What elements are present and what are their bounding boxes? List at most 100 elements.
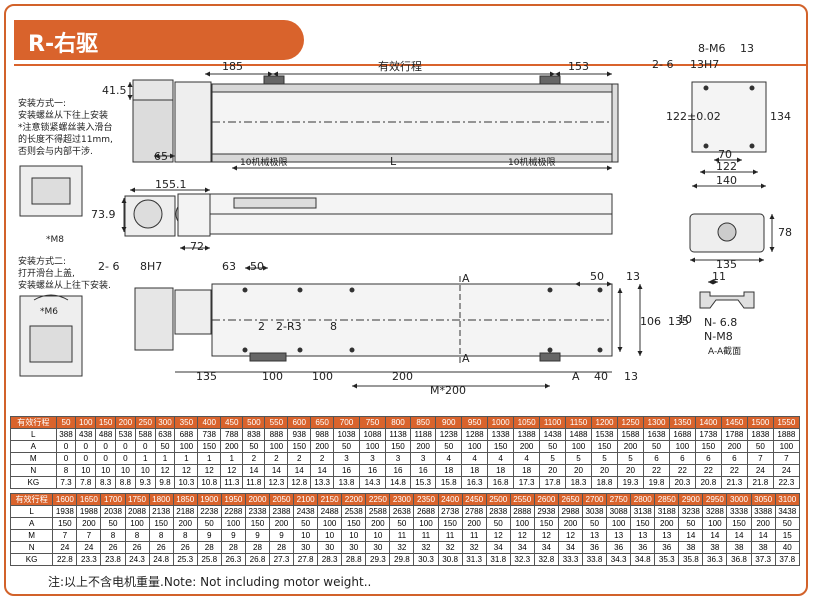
row-label: N (10, 464, 57, 477)
table-cell: 2950 (702, 493, 728, 506)
table-cell: 4 (487, 452, 515, 465)
table-cell: 200 (513, 440, 541, 453)
table-cell: 5 (539, 452, 567, 465)
table-cell: 50 (539, 440, 567, 453)
table-cell: 1800 (148, 493, 174, 506)
table-cell: 2400 (437, 493, 463, 506)
dim-8m6-depth: 13 (740, 42, 754, 55)
table-cell: 14.8 (384, 476, 412, 489)
table-cell: 1088 (359, 428, 386, 441)
table-cell: 900 (435, 416, 463, 429)
table-cell: 300 (154, 416, 176, 429)
table-cell: 2200 (341, 493, 367, 506)
table-cell: 12 (533, 529, 559, 542)
table-cell: 14 (726, 529, 752, 542)
table-cell: 50 (774, 517, 801, 530)
dim-n-m8: N-M8 (704, 330, 733, 343)
table-cell: 2538 (341, 505, 367, 518)
table-cell: 16 (359, 464, 386, 477)
dim-13-bottom: 13 (624, 370, 638, 383)
table-cell: 14 (678, 529, 704, 542)
table-cell: 2800 (630, 493, 656, 506)
dim-200: 200 (392, 370, 413, 383)
table-cell: 13 (581, 529, 608, 542)
table-cell: 3288 (702, 505, 728, 518)
table-cell: 438 (75, 428, 97, 441)
table-cell: 23.8 (100, 553, 126, 566)
table-cell: 100 (317, 517, 343, 530)
table-cell: 3050 (750, 493, 776, 506)
table-cell: 34.8 (630, 553, 656, 566)
table-cell: 1250 (617, 416, 644, 429)
table-cell: 18.8 (591, 476, 619, 489)
table-cell: 50 (154, 440, 176, 453)
table-cell: 13.3 (310, 476, 335, 489)
table-cell: 32 (461, 541, 487, 554)
table-cell: 10 (75, 464, 97, 477)
table-cell: 100 (668, 440, 696, 453)
table-cell: 1550 (772, 416, 801, 429)
table-cell: 2038 (100, 505, 126, 518)
dim-106: 106 (640, 315, 661, 328)
dim-a: A (572, 370, 580, 383)
table-cell: 9 (268, 529, 295, 542)
table-cell: 7 (52, 529, 78, 542)
table-cell: 30.8 (437, 553, 463, 566)
table-cell: 22 (668, 464, 696, 477)
table-cell: 4 (461, 452, 489, 465)
table-cell: 28 (196, 541, 222, 554)
table-cell: 1888 (772, 428, 801, 441)
table-cell: 0 (55, 452, 77, 465)
dim-10: 10 (678, 313, 692, 326)
table-cell: 7 (772, 452, 801, 465)
table-cell: 1150 (565, 416, 593, 429)
table-cell: 10.8 (197, 476, 222, 489)
table-cell: 150 (384, 440, 412, 453)
table-cell: 3 (410, 452, 437, 465)
table-cell: 14.3 (359, 476, 386, 489)
dim-n-6-8: N- 6.8 (704, 316, 737, 329)
table-cell: 100 (75, 416, 97, 429)
table-cell: 36.8 (726, 553, 752, 566)
table-cell: 50 (678, 517, 704, 530)
table-cell: 200 (617, 440, 644, 453)
table-cell: 1300 (642, 416, 670, 429)
dim-L: L (390, 155, 397, 168)
table-cell: 50 (485, 517, 511, 530)
table-cell: 1 (220, 452, 244, 465)
table-cell: 36 (630, 541, 656, 554)
table-cell: 38 (726, 541, 752, 554)
dim-185: 185 (222, 60, 243, 73)
table-cell: 1688 (668, 428, 696, 441)
table-cell: 14 (264, 464, 289, 477)
dim-50: 50 (250, 260, 264, 273)
table-cell: 22 (694, 464, 722, 477)
table-cell: 50 (55, 416, 77, 429)
dim-78: 78 (778, 226, 792, 239)
table-cell: 22 (642, 464, 670, 477)
dim-122-tol: 122±0.02 (666, 110, 721, 123)
table-cell: 15 (774, 529, 801, 542)
table-cell: 24 (52, 541, 78, 554)
table-cell: 36.3 (702, 553, 728, 566)
table-cell: 13.8 (333, 476, 361, 489)
table-cell: 150 (341, 517, 367, 530)
table-cell: 100 (702, 517, 728, 530)
table-cell: 26 (148, 541, 174, 554)
table-cell: 20 (539, 464, 567, 477)
table-cell: 12 (197, 464, 222, 477)
mount2-screw: *M6 (40, 307, 58, 317)
table-cell: 200 (654, 517, 680, 530)
table-cell: 11 (413, 529, 439, 542)
section-a-top: A (462, 272, 470, 285)
table-cell: 1238 (435, 428, 463, 441)
row-label: M (9, 529, 54, 542)
table-cell: 2588 (365, 505, 391, 518)
table-cell: 37.3 (750, 553, 776, 566)
dim-70: 70 (718, 148, 732, 161)
table-cell: 30.3 (413, 553, 439, 566)
table-cell: 2138 (148, 505, 174, 518)
table-cell: 1400 (694, 416, 722, 429)
